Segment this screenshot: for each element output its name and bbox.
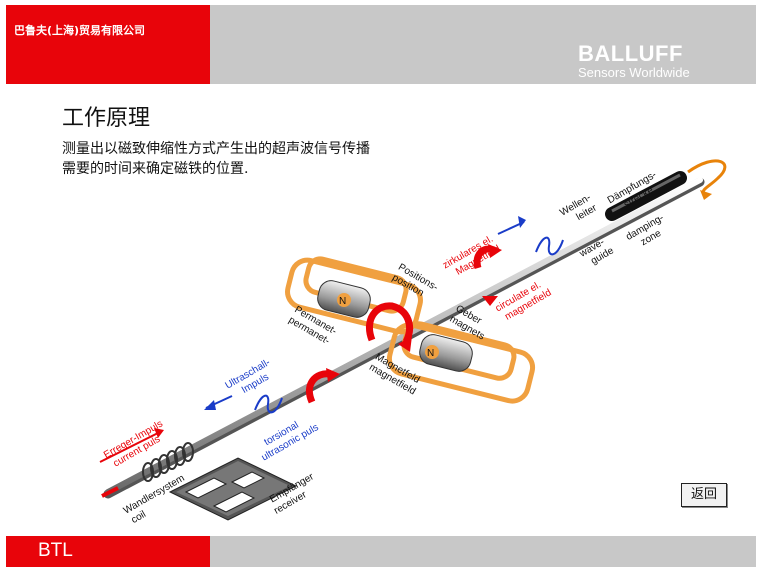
brand-logo: BALLUFF Sensors Worldwide — [578, 43, 690, 80]
circular-field-arrowheads — [326, 244, 502, 382]
brand-tagline: Sensors Worldwide — [578, 65, 690, 80]
page-description: 测量出以磁致伸缩性方式产生出的超声波信号传播需要的时间来确定磁铁的位置. — [62, 141, 370, 177]
back-button[interactable]: 返回 — [681, 483, 727, 507]
magnet-2: N — [419, 334, 473, 372]
receiver-icon — [168, 457, 298, 521]
header-red-panel — [6, 5, 210, 84]
coil-icon — [142, 442, 194, 482]
footer-red-panel — [6, 536, 210, 567]
brand-name: BALLUFF — [578, 41, 683, 66]
company-name: 巴鲁夫(上海)贸易有限公司 — [14, 24, 146, 37]
page-title: 工作原理 — [62, 106, 151, 131]
magnet-n-label: N — [339, 296, 346, 307]
current-puls-arrow — [99, 428, 164, 463]
magnet-1: N — [317, 280, 371, 318]
footer-label: BTL — [38, 540, 73, 561]
working-principle-diagram: N N Dämpfungs- strecke damping- zone — [99, 159, 727, 526]
damping-zone-icon — [605, 159, 727, 221]
magnet-n-label-2: N — [427, 348, 434, 359]
header: 巴鲁夫(上海)贸易有限公司 BALLUFF Sensors Worldwide — [0, 0, 761, 84]
footer-gray-panel — [210, 536, 756, 567]
torsional-wave-icon — [204, 216, 564, 414]
header-gray-panel — [210, 5, 756, 84]
magnetfield-loops — [285, 256, 536, 404]
